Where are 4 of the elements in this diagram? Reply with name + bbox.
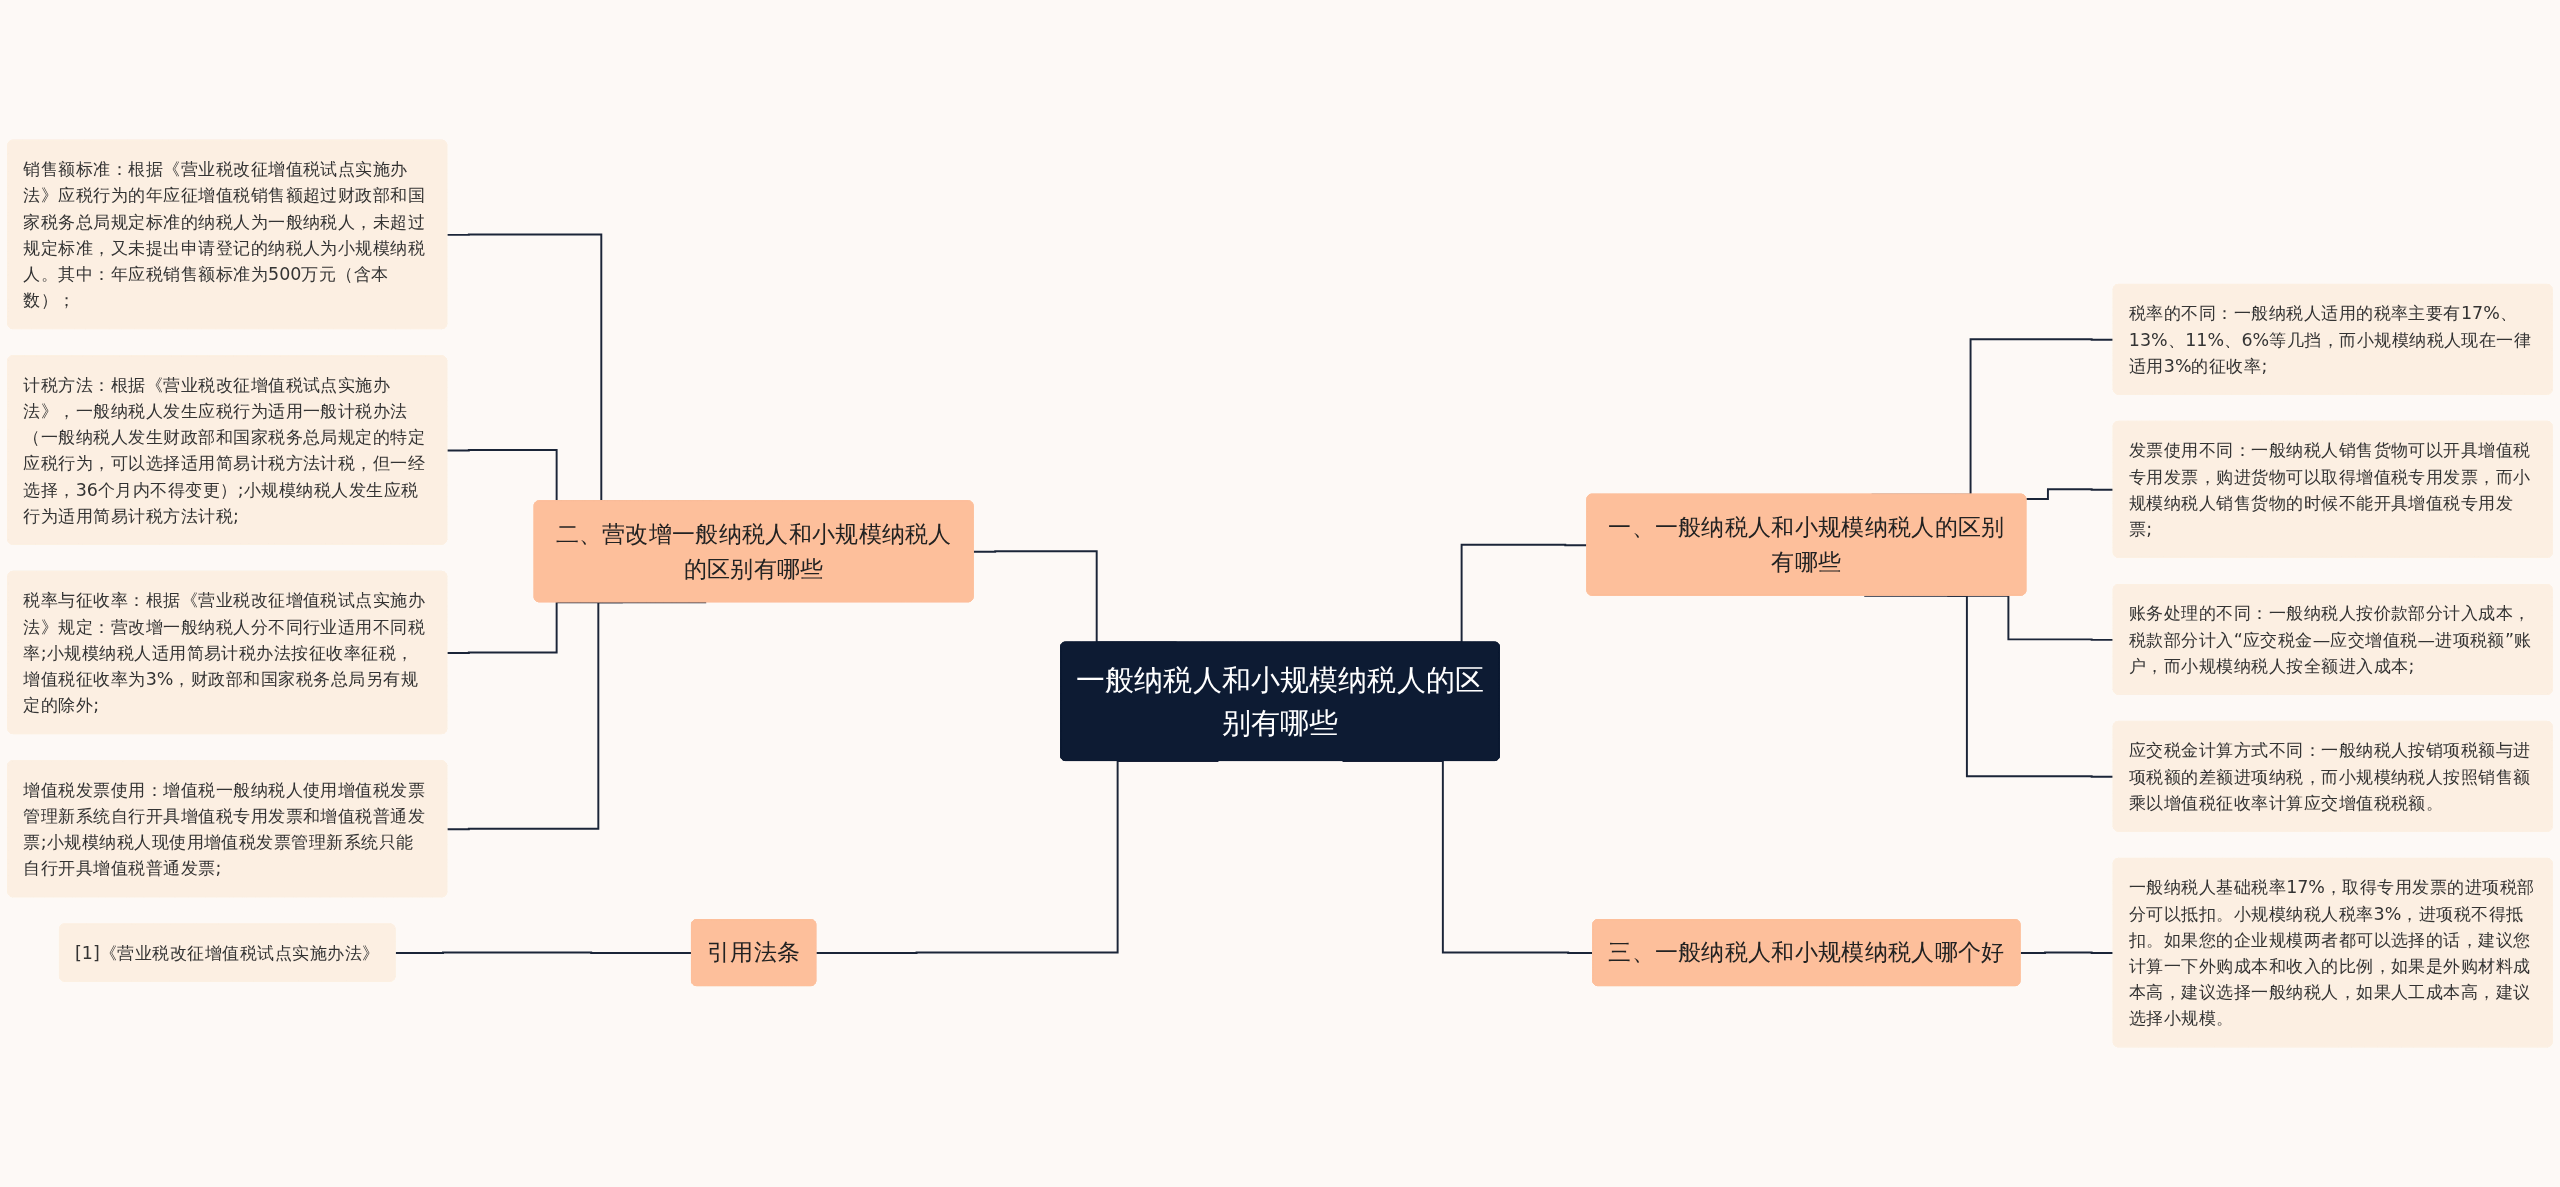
connector	[2025, 488, 2115, 500]
connector	[2019, 951, 2115, 955]
connector	[394, 951, 693, 955]
connector	[446, 601, 708, 831]
